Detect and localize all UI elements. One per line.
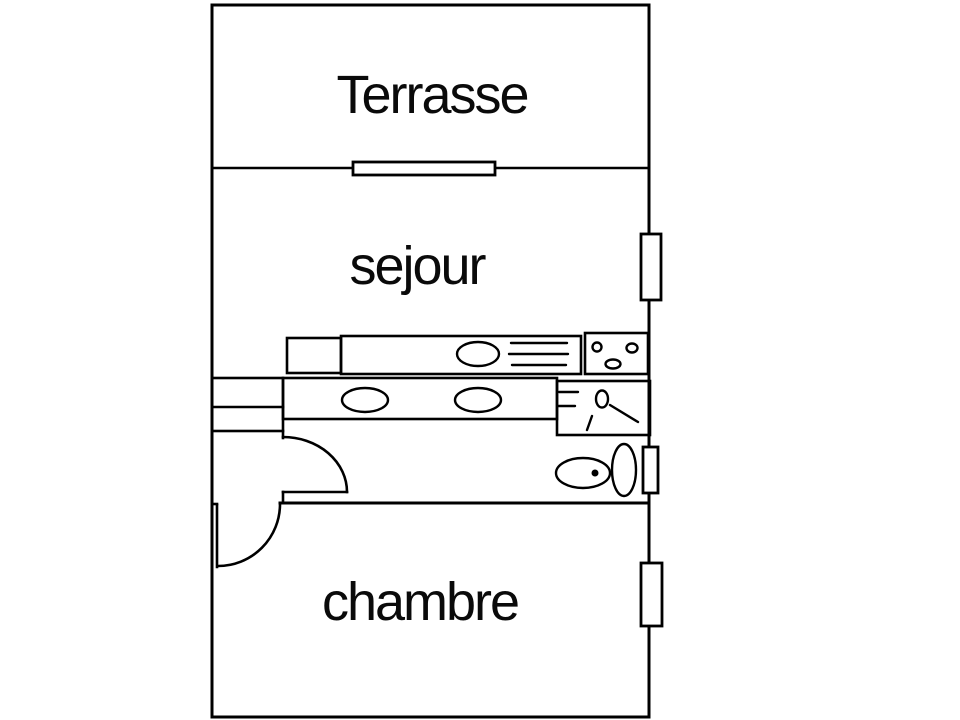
lower-counter bbox=[281, 376, 559, 421]
chambre-door-swing-icon bbox=[215, 502, 282, 569]
sliding-door-icon bbox=[351, 160, 497, 177]
window-bathroom-icon bbox=[641, 445, 660, 495]
sejour-label: sejour bbox=[349, 236, 486, 296]
basin-left-icon bbox=[340, 386, 390, 414]
shower-box bbox=[555, 379, 652, 437]
counter-basins bbox=[281, 376, 559, 421]
chambre-label: chambre bbox=[322, 572, 518, 632]
toilet-bowl bbox=[554, 456, 612, 490]
shower-icon bbox=[555, 379, 652, 437]
shower-head-icon bbox=[594, 389, 610, 409]
counter-left-square bbox=[285, 336, 343, 375]
toilet-icon bbox=[554, 442, 638, 498]
door-arc bbox=[216, 502, 282, 568]
wall-closet bbox=[210, 376, 285, 433]
kitchen-counter bbox=[285, 334, 583, 376]
kitchen-sink-icon bbox=[455, 340, 501, 368]
interior-door-swing-icon bbox=[281, 435, 349, 494]
toilet-flush-dot bbox=[591, 469, 599, 477]
drainer-grill-icon bbox=[507, 341, 570, 367]
terrasse-label: Terrasse bbox=[336, 65, 527, 125]
stove-box bbox=[583, 331, 650, 376]
basin-right-icon bbox=[453, 386, 503, 414]
window-sejour-icon bbox=[639, 232, 663, 302]
stove-burners-icon bbox=[583, 331, 650, 376]
toilet-tank bbox=[610, 442, 638, 498]
window-chambre-icon bbox=[639, 561, 664, 628]
